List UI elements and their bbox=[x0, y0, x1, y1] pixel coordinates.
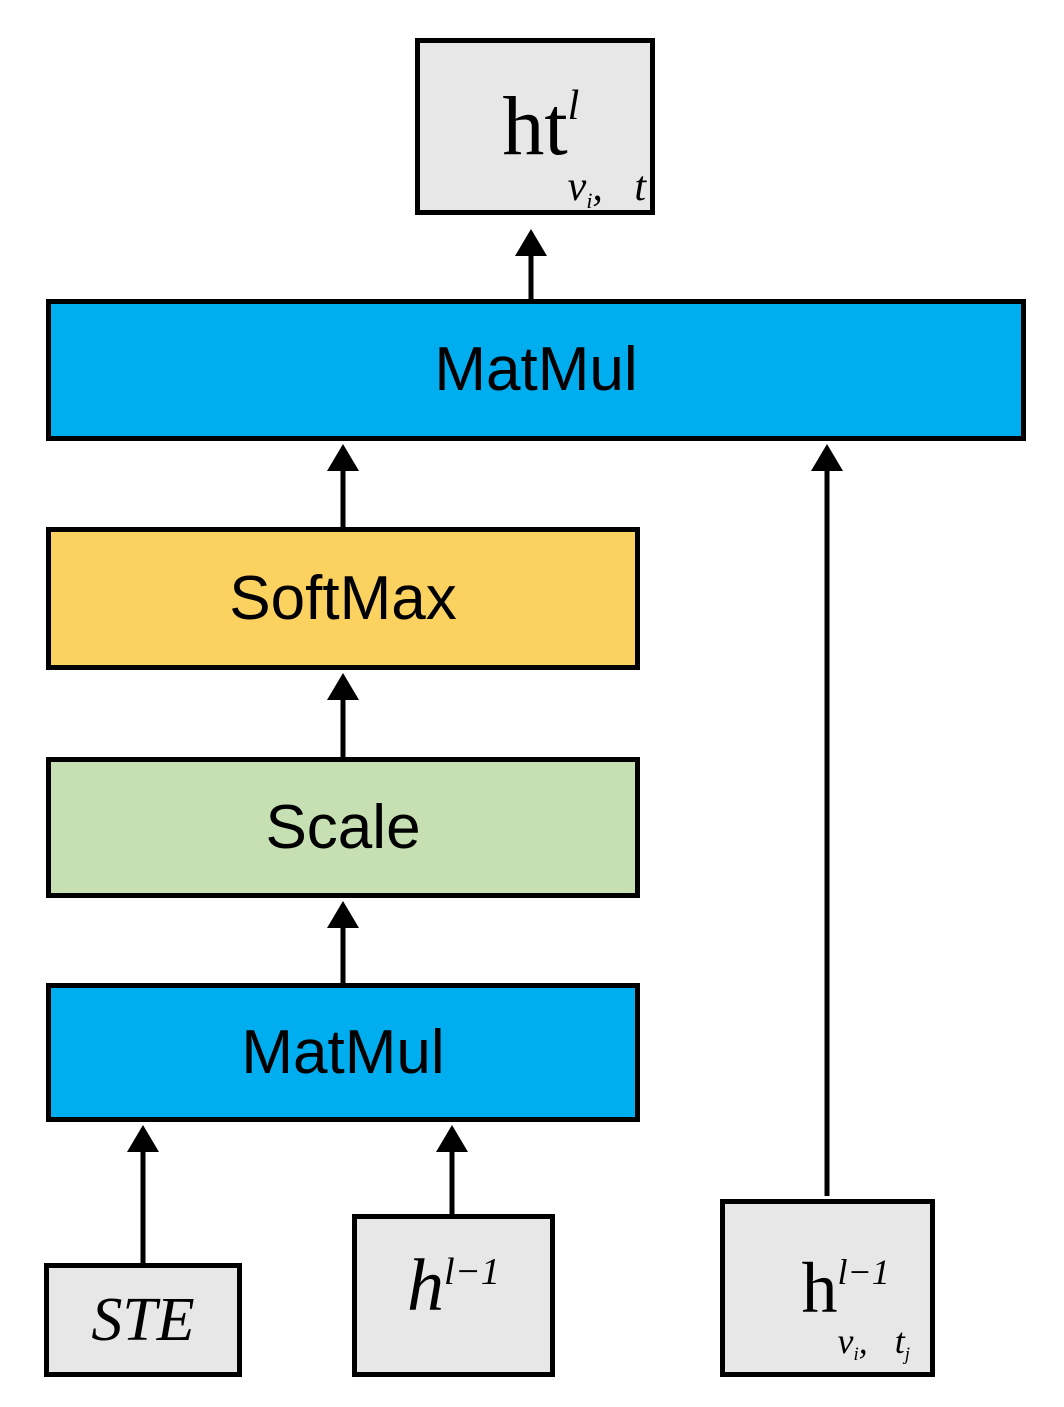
h-indexed-base: h bbox=[801, 1248, 838, 1328]
h-indexed-superscript: l−1 bbox=[837, 1251, 890, 1292]
matmul-bottom-label: MatMul bbox=[241, 1017, 445, 1087]
arrow-matmul-bottom-to-scale bbox=[327, 901, 359, 983]
node-ste: STE bbox=[44, 1263, 242, 1377]
node-matmul-top: MatMul bbox=[46, 299, 1026, 441]
output-base: ht bbox=[502, 79, 568, 173]
arrow-scale-to-softmax bbox=[327, 673, 359, 757]
arrow-softmax-to-matmul-top bbox=[327, 444, 359, 529]
node-scale: Scale bbox=[46, 757, 640, 898]
arrow-ste-to-matmul-bottom bbox=[127, 1125, 159, 1265]
arrow-h-indexed-to-matmul-top bbox=[811, 444, 843, 1196]
h-indexed-sub-j: j bbox=[904, 1343, 910, 1365]
arrow-h-prev-to-matmul-bottom bbox=[436, 1125, 468, 1217]
ste-label: STE bbox=[91, 1286, 195, 1354]
h-indexed-subscript: vi,tj bbox=[837, 1320, 910, 1365]
output-superscript: l bbox=[567, 83, 580, 130]
output-subscript: vi,t bbox=[567, 164, 647, 213]
output-sub-index: i bbox=[586, 188, 593, 213]
h-prev-superscript: l−1 bbox=[444, 1251, 500, 1294]
h-prev-base: h bbox=[407, 1244, 445, 1327]
node-softmax: SoftMax bbox=[46, 527, 640, 670]
node-h-prev: hl−1 bbox=[352, 1214, 555, 1377]
h-indexed-sub-i: i bbox=[853, 1343, 859, 1365]
matmul-top-label: MatMul bbox=[434, 335, 638, 404]
scale-label: Scale bbox=[265, 792, 421, 862]
h-prev-formula: hl−1 bbox=[407, 1249, 500, 1323]
softmax-label: SoftMax bbox=[229, 563, 457, 633]
node-matmul-bottom: MatMul bbox=[46, 983, 640, 1122]
arrow-matmul-top-to-output bbox=[515, 229, 547, 301]
